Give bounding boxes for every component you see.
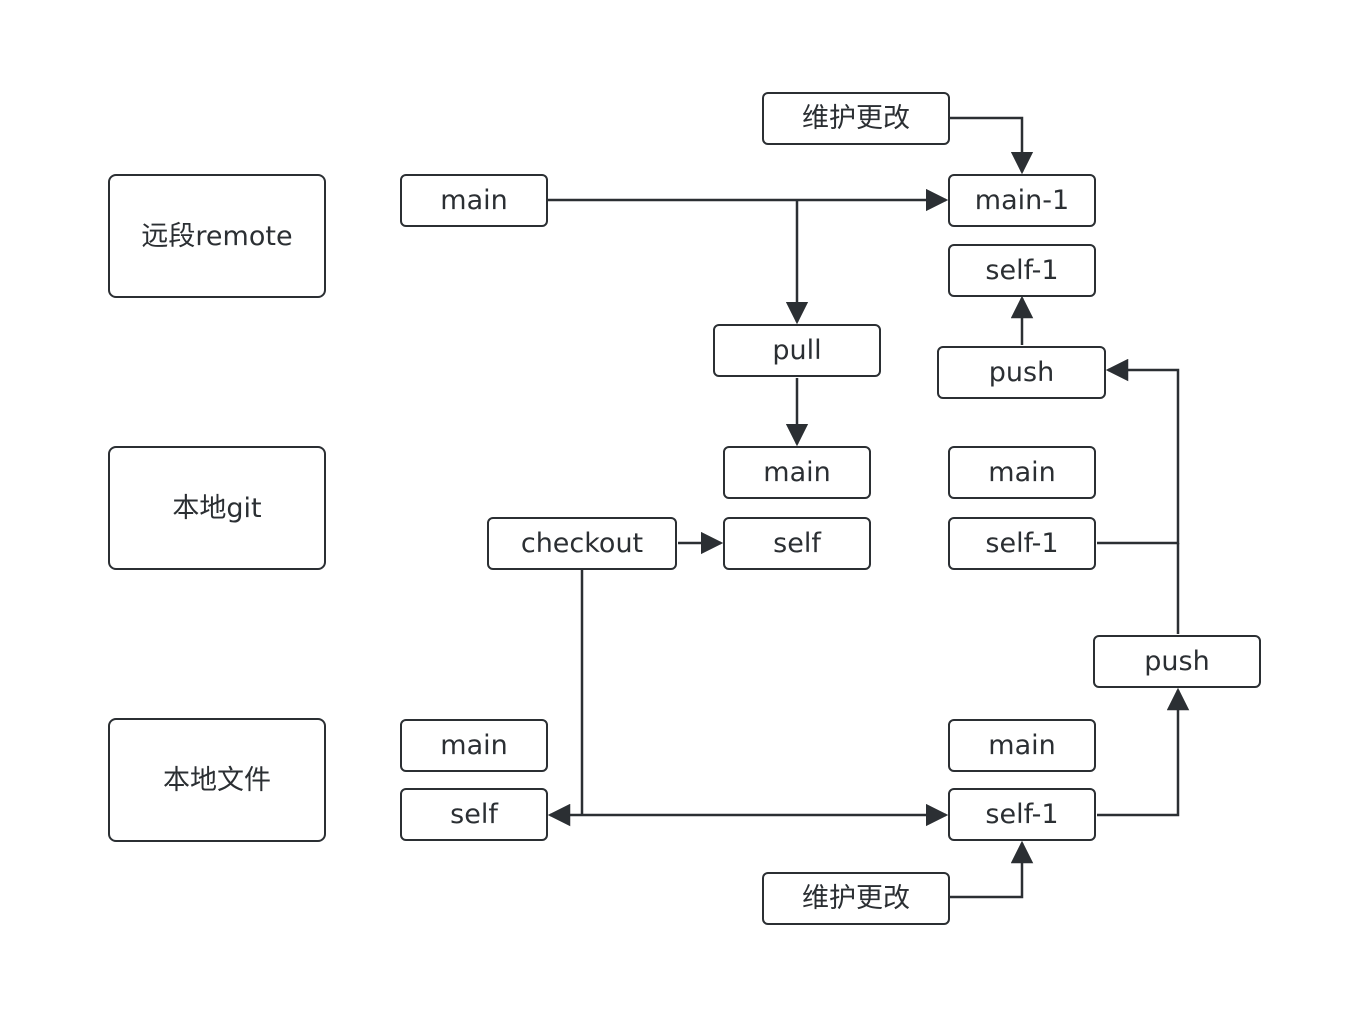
lane-remote: 远段remote (108, 174, 326, 298)
node-remote-main: main (400, 174, 548, 227)
node-maintain-top: 维护更改 (762, 92, 950, 145)
node-push-top: push (937, 346, 1106, 399)
node-maintain-bottom: 维护更改 (762, 872, 950, 925)
node-files-self-1-right: self-1 (948, 788, 1096, 841)
node-files-self-left: self (400, 788, 548, 841)
connector-self-1-files-to-push (1097, 687, 1190, 817)
node-files-main-right: main (948, 719, 1096, 772)
connector-maintain-to-self-1 (950, 840, 1034, 899)
connector-self-1-to-push-top (1097, 358, 1180, 545)
node-files-main-left: main (400, 719, 548, 772)
node-remote-main-1: main-1 (948, 174, 1096, 227)
node-push-right: push (1093, 635, 1261, 688)
node-git-main-right: main (948, 446, 1096, 499)
node-remote-self-1: self-1 (948, 244, 1096, 297)
lane-local-git: 本地git (108, 446, 326, 570)
node-checkout: checkout (487, 517, 677, 570)
connector-maintain-to-main-1 (950, 116, 1034, 175)
lane-local-files: 本地文件 (108, 718, 326, 842)
node-git-self-left: self (723, 517, 871, 570)
node-git-self-1-right: self-1 (948, 517, 1096, 570)
node-git-main-left: main (723, 446, 871, 499)
node-pull: pull (713, 324, 881, 377)
